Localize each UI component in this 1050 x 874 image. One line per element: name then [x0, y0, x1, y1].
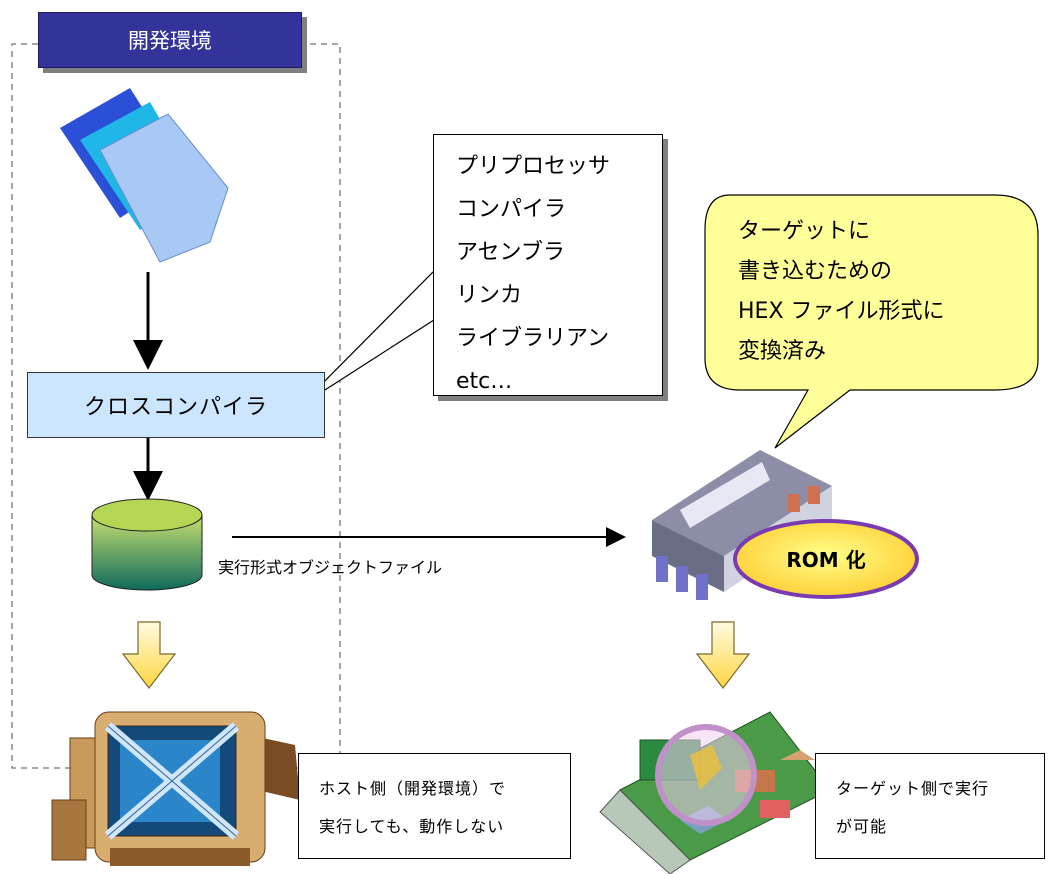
bubble-line: ターゲットに	[738, 219, 871, 244]
tool-item: アセンブラ	[456, 240, 565, 265]
host-note-line: 実行しても、動作しない	[319, 817, 505, 836]
source-files-icon	[60, 88, 229, 263]
target-note: ターゲット側で実行 が可能	[815, 753, 1045, 859]
target-note-line: が可能	[836, 817, 888, 836]
tool-item: ライブラリアン	[456, 326, 610, 351]
env-label-box: 開発環境	[38, 12, 302, 68]
tool-item: コンパイラ	[456, 197, 567, 222]
target-bubble-text: ターゲットに 書き込むための HEX ファイル形式に 変換済み	[738, 212, 1038, 372]
yellow-arrow-left	[121, 621, 177, 689]
cross-compiler-box: クロスコンパイラ	[27, 372, 325, 438]
target-note-line: ターゲット側で実行	[836, 779, 990, 798]
tool-item: etc…	[456, 369, 513, 394]
tool-item: プリプロセッサ	[456, 154, 611, 179]
host-note-line: ホスト側（開発環境）で	[319, 779, 507, 798]
tool-item: リンカ	[456, 283, 523, 308]
bubble-line: 変換済み	[738, 339, 827, 364]
bubble-line: 書き込むための	[738, 259, 893, 284]
target-speech-bubble	[704, 194, 1039, 449]
rom-label: ROM 化	[786, 547, 866, 572]
bubble-line: HEX ファイル形式に	[738, 299, 945, 324]
cross-compiler-label: クロスコンパイラ	[83, 395, 268, 420]
host-note: ホスト側（開発環境）で 実行しても、動作しない	[298, 753, 571, 859]
object-file-icon	[91, 498, 203, 591]
yellow-arrow-right	[695, 621, 751, 689]
host-computer-icon	[51, 711, 300, 866]
env-label: 開発環境	[128, 29, 212, 53]
rom-badge	[733, 519, 919, 599]
object-file-label: 実行形式オブジェクトファイル	[218, 558, 443, 577]
tools-callout: プリプロセッサ コンパイラ アセンブラ リンカ ライブラリアン etc…	[433, 134, 663, 396]
